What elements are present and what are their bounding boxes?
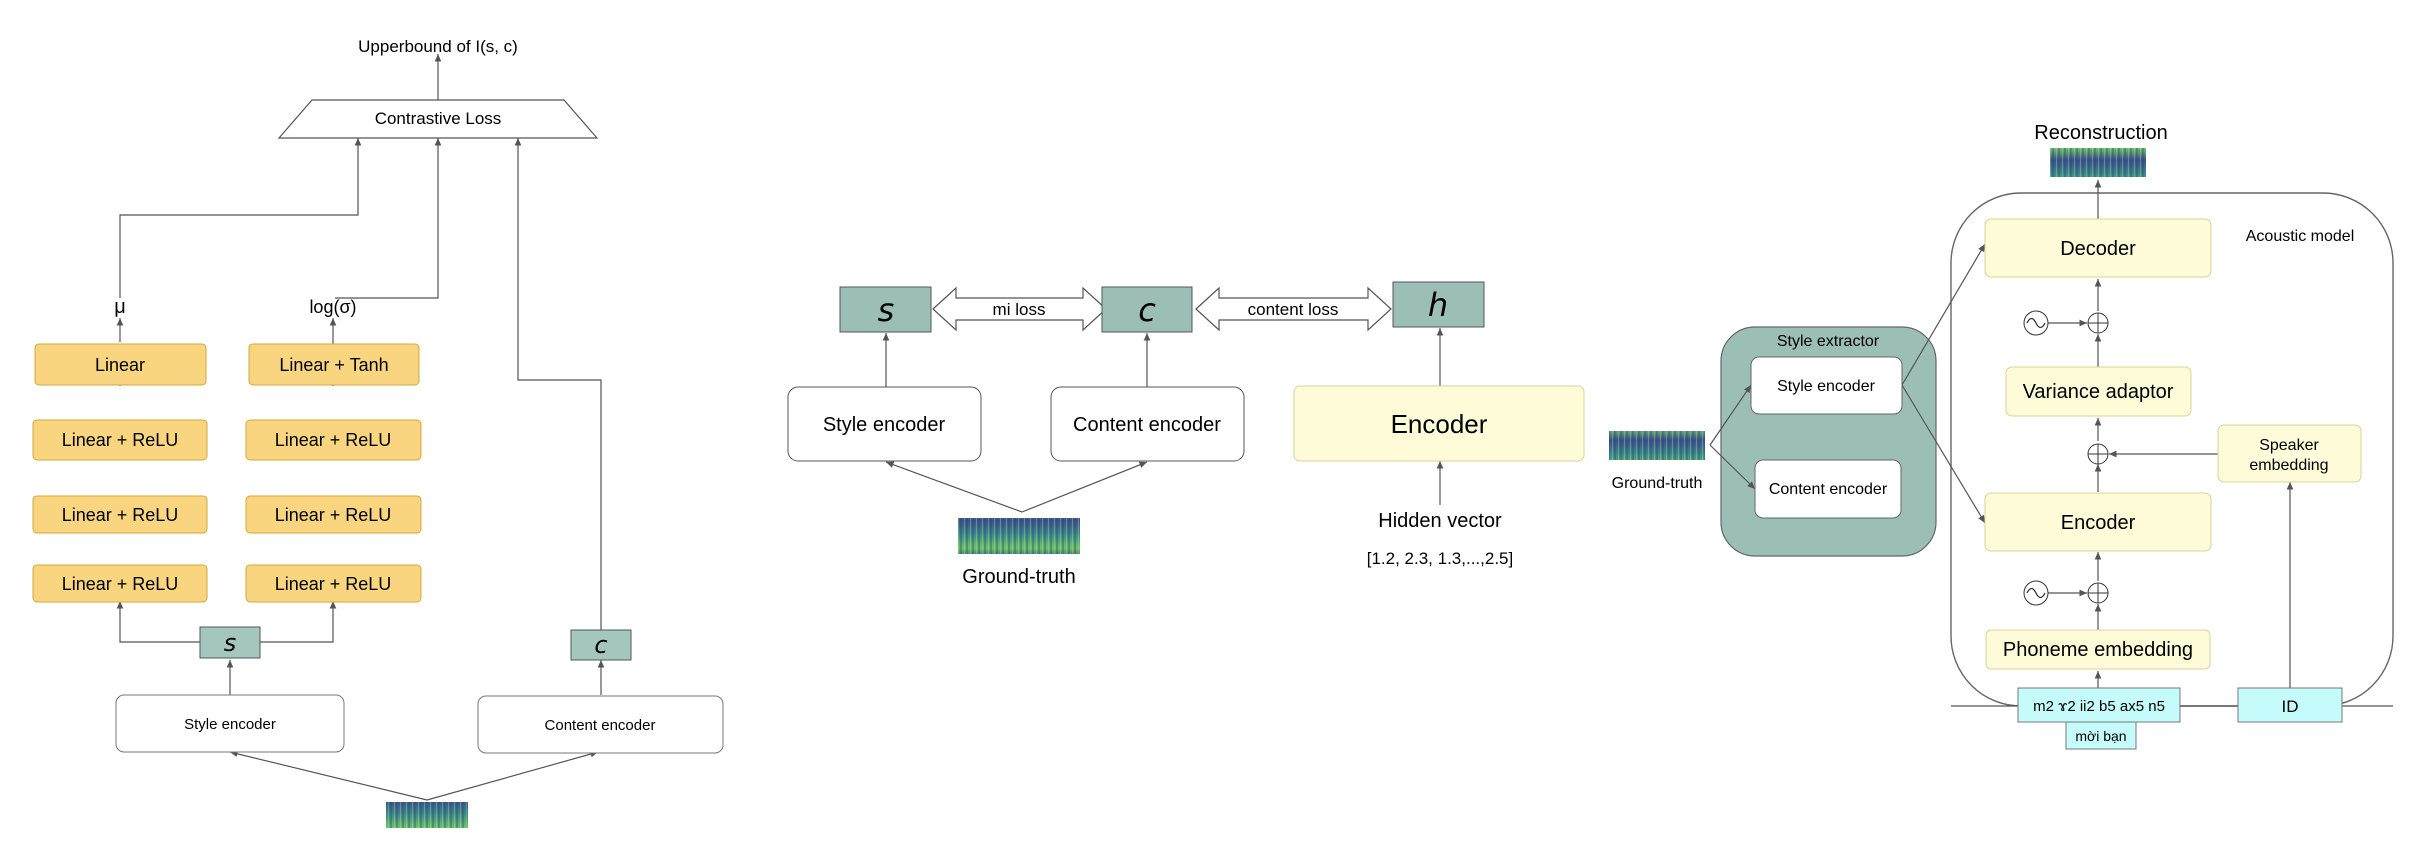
phoneme-embedding-label: Phoneme embedding — [2003, 639, 2193, 661]
phoneme-embedding-box — [1985, 629, 2211, 670]
encoder-label: Encoder — [2061, 512, 2136, 534]
spectrogram-image — [1609, 431, 1705, 460]
content-encoder-label: Content encoder — [1769, 481, 1888, 498]
contrastive-loss-label: Contrastive Loss — [375, 109, 502, 128]
speaker-id-label: ID — [2282, 697, 2299, 716]
linear-relu-label: Linear + ReLU — [275, 574, 392, 594]
text-input-label: mời bạn — [2075, 728, 2126, 744]
s-node — [199, 626, 261, 659]
sine-wave-icon — [2026, 317, 2046, 329]
linear-tanh-box — [248, 343, 420, 386]
c-label: c — [1138, 291, 1156, 329]
mi-loss-label: mi loss — [993, 300, 1046, 319]
linear-relu-box — [245, 419, 422, 461]
style-encoder-label: Style encoder — [823, 414, 946, 436]
linear-relu-box — [32, 495, 208, 534]
reconstruction-label: Reconstruction — [2034, 122, 2167, 144]
content-encoder-box — [1050, 386, 1245, 462]
content-encoder-box — [1754, 459, 1902, 519]
linear-box — [34, 343, 207, 386]
decoder-label: Decoder — [2060, 238, 2136, 260]
linear-relu-label: Linear + ReLU — [62, 505, 179, 525]
acoustic-model-label: Acoustic model — [2246, 228, 2355, 245]
linear-relu-label: Linear + ReLU — [275, 505, 392, 525]
linear-relu-label: Linear + ReLU — [62, 430, 179, 450]
content-encoder-box — [477, 695, 724, 754]
contrastive-loss-box — [277, 99, 599, 139]
linear-relu-label: Linear + ReLU — [275, 430, 392, 450]
content-loss-label: content loss — [1248, 300, 1339, 319]
spectrogram-image — [958, 518, 1080, 554]
content-loss-arrow — [1195, 286, 1392, 332]
phoneme-sequence-box — [2017, 687, 2181, 723]
mu-label: μ — [114, 296, 126, 318]
hidden-vector-values: [1.2, 2.3, 1.3,...,2.5] — [1367, 549, 1513, 568]
linear-tanh-label: Linear + Tanh — [279, 355, 388, 375]
decoder-box — [1984, 218, 2212, 278]
linear-relu-label: Linear + ReLU — [62, 574, 179, 594]
encoder-label: Encoder — [1391, 409, 1488, 439]
linear-relu-box — [32, 564, 208, 603]
style-encoder-box — [1750, 356, 1903, 415]
c-label: c — [594, 631, 607, 659]
sine-wave-icon — [2026, 587, 2046, 599]
style-encoder-label: Style encoder — [1777, 378, 1876, 395]
h-node — [1392, 281, 1485, 328]
style-encoder-label: Style encoder — [184, 716, 276, 733]
speaker-id-box — [2237, 687, 2343, 723]
reconstruction-spectrogram — [2050, 148, 2146, 177]
left-panel: Upperbound of I(s, c) Contrastive Loss μ… — [32, 37, 724, 828]
style-encoder-box — [115, 694, 345, 753]
style-extractor-label: Style extractor — [1777, 333, 1880, 350]
content-encoder-label: Content encoder — [1073, 414, 1221, 436]
c-node — [1101, 286, 1193, 333]
h-label: h — [1428, 286, 1448, 324]
ground-truth-label: Ground-truth — [1612, 475, 1703, 492]
variance-adaptor-box — [2005, 366, 2192, 417]
right-panel: Acoustic model Style extractor — [1609, 122, 2394, 750]
encoder-box — [1984, 492, 2212, 552]
upperbound-label: Upperbound of I(s, c) — [358, 37, 518, 56]
content-encoder-label: Content encoder — [545, 717, 656, 734]
linear-relu-box — [245, 495, 422, 534]
speaker-embedding-label: Speaker — [2259, 437, 2319, 454]
linear-relu-box — [32, 419, 208, 461]
phoneme-sequence-label: m2 ɤ2 ii2 b5 ax5 n5 — [2033, 698, 2165, 715]
variance-adaptor-label: Variance adaptor — [2023, 381, 2174, 403]
ground-truth-label: Ground-truth — [962, 566, 1075, 588]
spectrogram-image — [386, 802, 468, 828]
speaker-embedding-label: embedding — [2249, 457, 2328, 474]
linear-label: Linear — [95, 355, 145, 375]
middle-panel: mi loss content loss s c h Style encoder… — [787, 281, 1585, 588]
text-input-box — [2065, 721, 2137, 750]
log-sigma-label: log(σ) — [309, 297, 356, 317]
s-node — [839, 286, 932, 333]
s-label: s — [878, 291, 895, 329]
s-label: s — [224, 629, 237, 657]
speaker-embedding-box — [2217, 424, 2362, 483]
encoder-box — [1293, 385, 1585, 462]
c-node — [570, 629, 632, 661]
hidden-vector-label: Hidden vector — [1378, 510, 1502, 532]
linear-relu-box — [245, 564, 422, 603]
style-encoder-box — [787, 386, 982, 462]
